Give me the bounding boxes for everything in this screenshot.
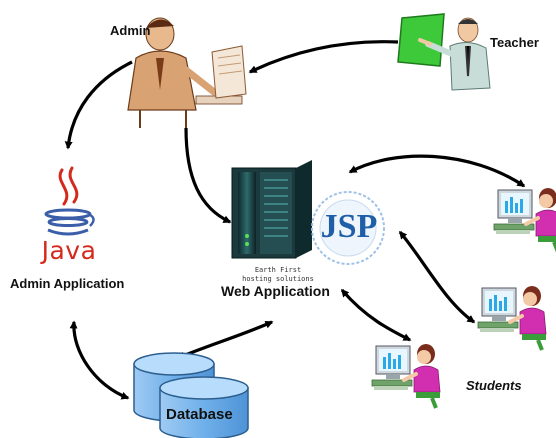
admin-application-label: Admin Application [10, 276, 125, 291]
server-rack-icon [231, 160, 312, 259]
teacher-at-board-icon [397, 13, 491, 91]
teacher-label: Teacher [490, 35, 539, 50]
arrow-admin-to-webapp [184, 127, 232, 224]
admin-at-desk-icon [127, 17, 247, 128]
arrow-java-database [69, 320, 130, 400]
student-at-computer-icon [370, 186, 556, 410]
arrow-teacher-to-admin [248, 40, 399, 74]
java-logo-word: Java [41, 236, 97, 265]
admin-label: Admin [110, 23, 151, 38]
arrow-webapp-database [176, 320, 274, 360]
server-caption-line1: Earth First [254, 266, 302, 274]
students-label: Students [466, 378, 522, 393]
server-caption-line2: hosting solutions [242, 275, 314, 283]
jsp-logo [311, 191, 385, 265]
arrow-webapp-student-mid [398, 230, 476, 324]
web-application-label: Web Application [221, 283, 330, 299]
jsp-logo-word: JSP [320, 208, 378, 245]
arrow-webapp-student-top [348, 154, 526, 188]
database-label: Database [166, 406, 233, 423]
arrows [64, 40, 526, 400]
arrow-webapp-student-bottom [340, 288, 412, 342]
server-caption: Earth First hosting solutions [240, 266, 316, 284]
database-cylinders-icon [133, 352, 249, 438]
arrow-admin-to-java [64, 60, 133, 150]
java-cup-logo [44, 166, 95, 236]
